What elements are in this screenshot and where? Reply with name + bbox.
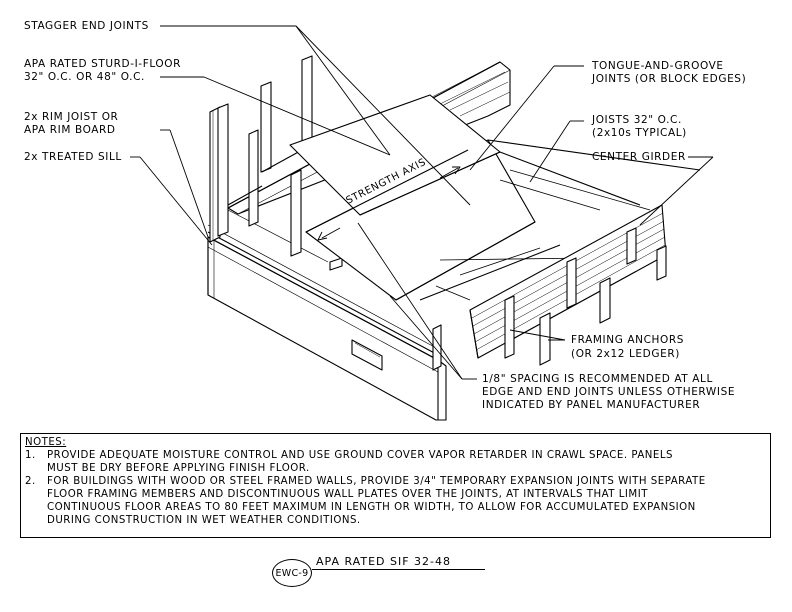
note-2-line-2: FLOOR FRAMING MEMBERS AND DISCONTINUOUS … xyxy=(47,489,648,500)
note-2-line-4: DURING CONSTRUCTION IN WET WEATHER CONDI… xyxy=(47,515,361,526)
title-underline xyxy=(312,569,485,570)
leader-lines xyxy=(130,25,714,380)
notes-heading: NOTES: xyxy=(25,437,67,448)
callout-joists-size: (2x10s TYPICAL) xyxy=(592,127,687,139)
callout-framing-anchors: FRAMING ANCHORS xyxy=(571,334,685,346)
note-2-line-3: CONTINUOUS FLOOR AREAS TO 80 FEET MAXIMU… xyxy=(47,502,696,513)
callout-ledger: (OR 2x12 LEDGER) xyxy=(571,348,680,360)
callout-stagger-end-joints: STAGGER END JOINTS xyxy=(24,20,149,32)
callout-spacing-line-2: EDGE AND END JOINTS UNLESS OTHERWISE xyxy=(482,386,736,398)
callout-spacing-line-1: 1/8" SPACING IS RECOMMENDED AT ALL xyxy=(482,373,713,385)
wall-studs xyxy=(209,55,343,271)
notes-box xyxy=(20,433,771,538)
strength-axis-arrow xyxy=(317,166,461,241)
callout-block-edges: JOINTS (OR BLOCK EDGES) xyxy=(592,73,747,85)
callout-center-girder: CENTER GIRDER xyxy=(592,151,686,163)
floor-panels xyxy=(289,94,701,301)
callout-rim-joist: 2x RIM JOIST OR xyxy=(24,111,119,123)
sill-and-rim xyxy=(207,209,441,361)
callout-treated-sill: 2x TREATED SILL xyxy=(24,151,122,163)
callout-rim-board: APA RIM BOARD xyxy=(24,124,116,136)
note-1-number: 1. xyxy=(25,450,36,461)
note-1-line-2: MUST BE DRY BEFORE APPLYING FINISH FLOOR… xyxy=(47,463,310,474)
drawing-title: APA RATED SIF 32-48 xyxy=(316,555,451,568)
callout-joists-spacing: JOISTS 32" O.C. xyxy=(592,114,682,126)
callout-sturd-i-floor: APA RATED STURD-I-FLOOR xyxy=(24,58,182,70)
callout-tongue-and-groove: TONGUE-AND-GROOVE xyxy=(592,60,724,72)
note-2-line-1: FOR BUILDINGS WITH WOOD OR STEEL FRAMED … xyxy=(47,476,706,487)
note-2-number: 2. xyxy=(25,476,36,487)
center-girder xyxy=(432,204,667,371)
note-1-line-1: PROVIDE ADEQUATE MOISTURE CONTROL AND US… xyxy=(47,450,673,461)
drawing-number-badge: EWC-9 xyxy=(272,559,312,587)
callout-spacing-line-3: INDICATED BY PANEL MANUFACTURER xyxy=(482,399,701,411)
callout-sturd-i-floor-spacing: 32" O.C. OR 48" O.C. xyxy=(24,71,145,83)
